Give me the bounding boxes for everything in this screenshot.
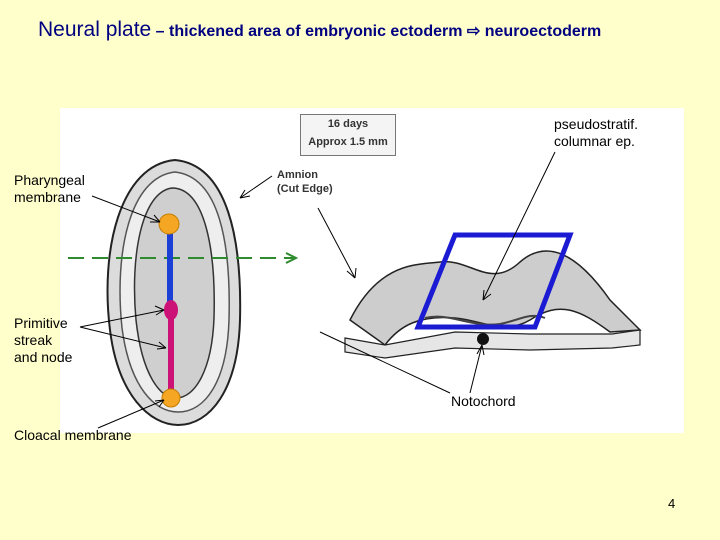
primitive-line3: and node xyxy=(14,349,73,365)
primitive-node xyxy=(164,300,178,320)
right-arrow-icon: ⇨ xyxy=(466,23,481,40)
pointer-pseudostratified-head xyxy=(482,289,492,301)
amnion-line1: Amnion xyxy=(277,169,318,181)
highlight-box xyxy=(414,232,574,330)
pharyngeal-membrane-dot xyxy=(158,213,180,235)
stage-size: Approx 1.5 mm xyxy=(308,136,388,148)
stage-days: 16 days xyxy=(327,118,369,130)
pointer-pseudostratified xyxy=(482,151,556,301)
section-slab-top xyxy=(349,250,642,347)
title-main: Neural plate xyxy=(38,18,152,41)
pharyngeal-label: Pharyngeal membrane xyxy=(14,172,85,206)
pointer-primitive-b xyxy=(79,326,167,349)
notochord-dot xyxy=(477,333,489,345)
pointer-amnion-left xyxy=(239,175,273,199)
pseudostratified-line1: pseudostratif. xyxy=(554,116,639,132)
stage-box: 16 days Approx 1.5 mm xyxy=(300,114,396,156)
pseudostratified-line2: columnar ep. xyxy=(554,133,635,149)
slide-title: Neural plate – thickened area of embryon… xyxy=(38,18,601,42)
amnion-line2: (Cut Edge) xyxy=(277,183,333,195)
pointer-pharyngeal-head xyxy=(150,214,161,223)
title-rest: – thickened area of embryonic ectoderm xyxy=(151,23,467,40)
pharyngeal-line1: Pharyngeal xyxy=(14,172,85,188)
neural-plate-groove xyxy=(424,314,546,326)
cloacal-label: Cloacal membrane xyxy=(14,427,132,443)
title-target: neuroectoderm xyxy=(480,23,602,40)
pharyngeal-line2: membrane xyxy=(14,189,81,205)
section-slab-side xyxy=(344,329,641,359)
pointer-amnion-left-head xyxy=(239,189,251,199)
primitive-label: Primitive streak and node xyxy=(14,315,72,366)
pointer-notochord xyxy=(469,344,483,394)
primitive-line2: streak xyxy=(14,332,53,348)
pseudostratified-label: pseudostratif. columnar ep. xyxy=(554,116,638,150)
primitive-line1: Primitive xyxy=(14,315,68,331)
amnion-label: Amnion (Cut Edge) xyxy=(277,168,333,196)
page-number: 4 xyxy=(668,496,676,511)
notochord-label: Notochord xyxy=(451,393,516,409)
section-arrowhead xyxy=(285,252,299,264)
pointer-primitive-a-head xyxy=(154,305,165,316)
pointer-cloacal xyxy=(97,399,165,429)
pointer-amnion-right xyxy=(317,207,356,279)
pointer-notochord-head xyxy=(476,344,485,356)
pointer-notochord-extend xyxy=(319,331,451,394)
pointer-pharyngeal xyxy=(91,195,161,223)
pointer-primitive-b-head xyxy=(156,341,167,350)
pointer-amnion-right-head xyxy=(346,267,357,279)
pointer-primitive-a xyxy=(79,309,165,328)
pointer-cloacal-head xyxy=(154,399,165,408)
cloacal-membrane-dot xyxy=(161,388,181,408)
